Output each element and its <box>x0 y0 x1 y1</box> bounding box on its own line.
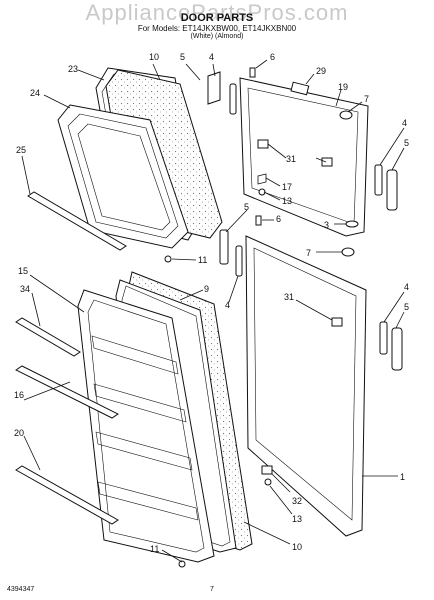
callout-19: 19 <box>338 82 348 92</box>
callout-10-upper: 11 <box>198 255 207 265</box>
document-code: 4394347 <box>7 586 35 593</box>
watermark: AppliancePartsPros.com <box>85 0 349 25</box>
callout-34: 34 <box>20 284 30 294</box>
callout-20: 20 <box>14 428 24 438</box>
callout-3: 3 <box>324 220 329 230</box>
callout-29: 29 <box>316 66 326 76</box>
callout-5-lower-left: 5 <box>244 202 249 212</box>
freezer-outer-door <box>239 77 369 237</box>
callout-11-lower: 10 <box>292 542 302 552</box>
shelf-bar-34 <box>15 317 81 357</box>
hinge-screw-top <box>249 67 256 78</box>
callout-31-upper: 31 <box>286 154 296 164</box>
door-plug <box>345 220 359 228</box>
page-number: 7 <box>210 586 214 593</box>
diagram-title: DOOR PARTS <box>180 12 254 24</box>
callout-6-upper: 6 <box>270 52 275 62</box>
callout-17: 17 <box>282 182 292 192</box>
callout-5-upper-right: 5 <box>404 138 409 148</box>
door-label <box>290 81 310 96</box>
callout-25: 25 <box>16 145 26 155</box>
handle-lower-right <box>391 327 403 371</box>
callout-1: 1 <box>400 472 405 482</box>
model-numbers: For Models: ET14JKXBW00, ET14JKXBN00 <box>137 24 297 33</box>
callout-4-lower-right: 4 <box>404 282 409 292</box>
callout-11-upper: 10 <box>149 52 159 62</box>
callout-9: 9 <box>204 284 209 294</box>
freezer-shelf-bar <box>27 191 127 251</box>
callout-4-upper-left: 4 <box>209 52 214 62</box>
freezer-door-liner <box>57 104 189 249</box>
door-stop-upper <box>339 110 353 120</box>
shelf-bar-16 <box>15 365 119 419</box>
handle-trim-upper-right <box>374 164 383 196</box>
shelf-bar-20 <box>15 465 119 525</box>
callout-15: 15 <box>18 266 28 276</box>
callout-13-lower: 13 <box>292 514 302 524</box>
handle-trim-upper-left <box>229 83 237 115</box>
callout-7-upper: 7 <box>364 94 369 104</box>
callout-6-lower: 6 <box>276 214 281 224</box>
callout-4-upper-right: 4 <box>402 118 407 128</box>
callout-7-lower: 7 <box>306 248 311 258</box>
callout-31-lower: 31 <box>284 292 294 302</box>
door-stop-lower <box>341 247 355 257</box>
handle-trim-lower-left <box>219 229 229 265</box>
callout-16: 16 <box>14 390 24 400</box>
handle-upper-right <box>386 169 398 211</box>
fresh-food-outer-door <box>245 235 367 537</box>
callout-5-upper-left: 5 <box>180 52 185 62</box>
model-colors: (White) (Almond) <box>190 33 244 40</box>
callout-10-lower: 11 <box>150 544 159 554</box>
callout-4-lower-left: 4 <box>225 300 230 310</box>
callout-32: 32 <box>292 496 302 506</box>
handle-upper-left <box>207 71 221 105</box>
handle-trim-lower-right <box>379 321 388 355</box>
handle-trim-lower-mid <box>235 245 243 277</box>
fresh-food-door-liner <box>77 289 215 563</box>
leader-lines <box>21 59 405 563</box>
callout-24: 24 <box>30 88 40 98</box>
callout-23: 23 <box>68 64 78 74</box>
callout-13-upper: 13 <box>282 196 292 206</box>
callout-5-lower-right: 5 <box>404 302 409 312</box>
